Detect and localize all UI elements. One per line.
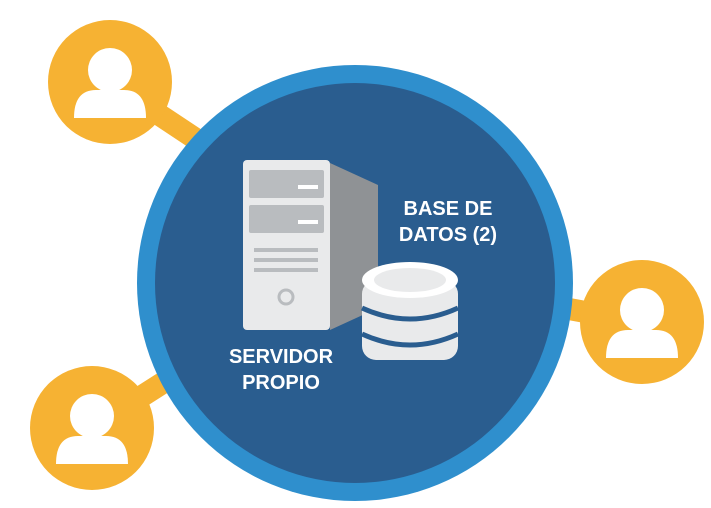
database-label-line-2: DATOS (2) — [398, 224, 498, 246]
server-icon — [243, 160, 378, 330]
database-label: BASE DE DATOS (2) — [378, 196, 518, 248]
user-icon — [580, 260, 704, 384]
database-label-line-1: BASE DE — [403, 198, 493, 220]
server-label-line-2: PROPIO — [242, 372, 320, 394]
user-icon — [48, 20, 172, 144]
database-icon — [360, 262, 460, 360]
user-icon — [30, 366, 154, 490]
server-label: SERVIDOR PROPIO — [206, 344, 356, 396]
server-label-line-1: SERVIDOR — [228, 346, 334, 368]
